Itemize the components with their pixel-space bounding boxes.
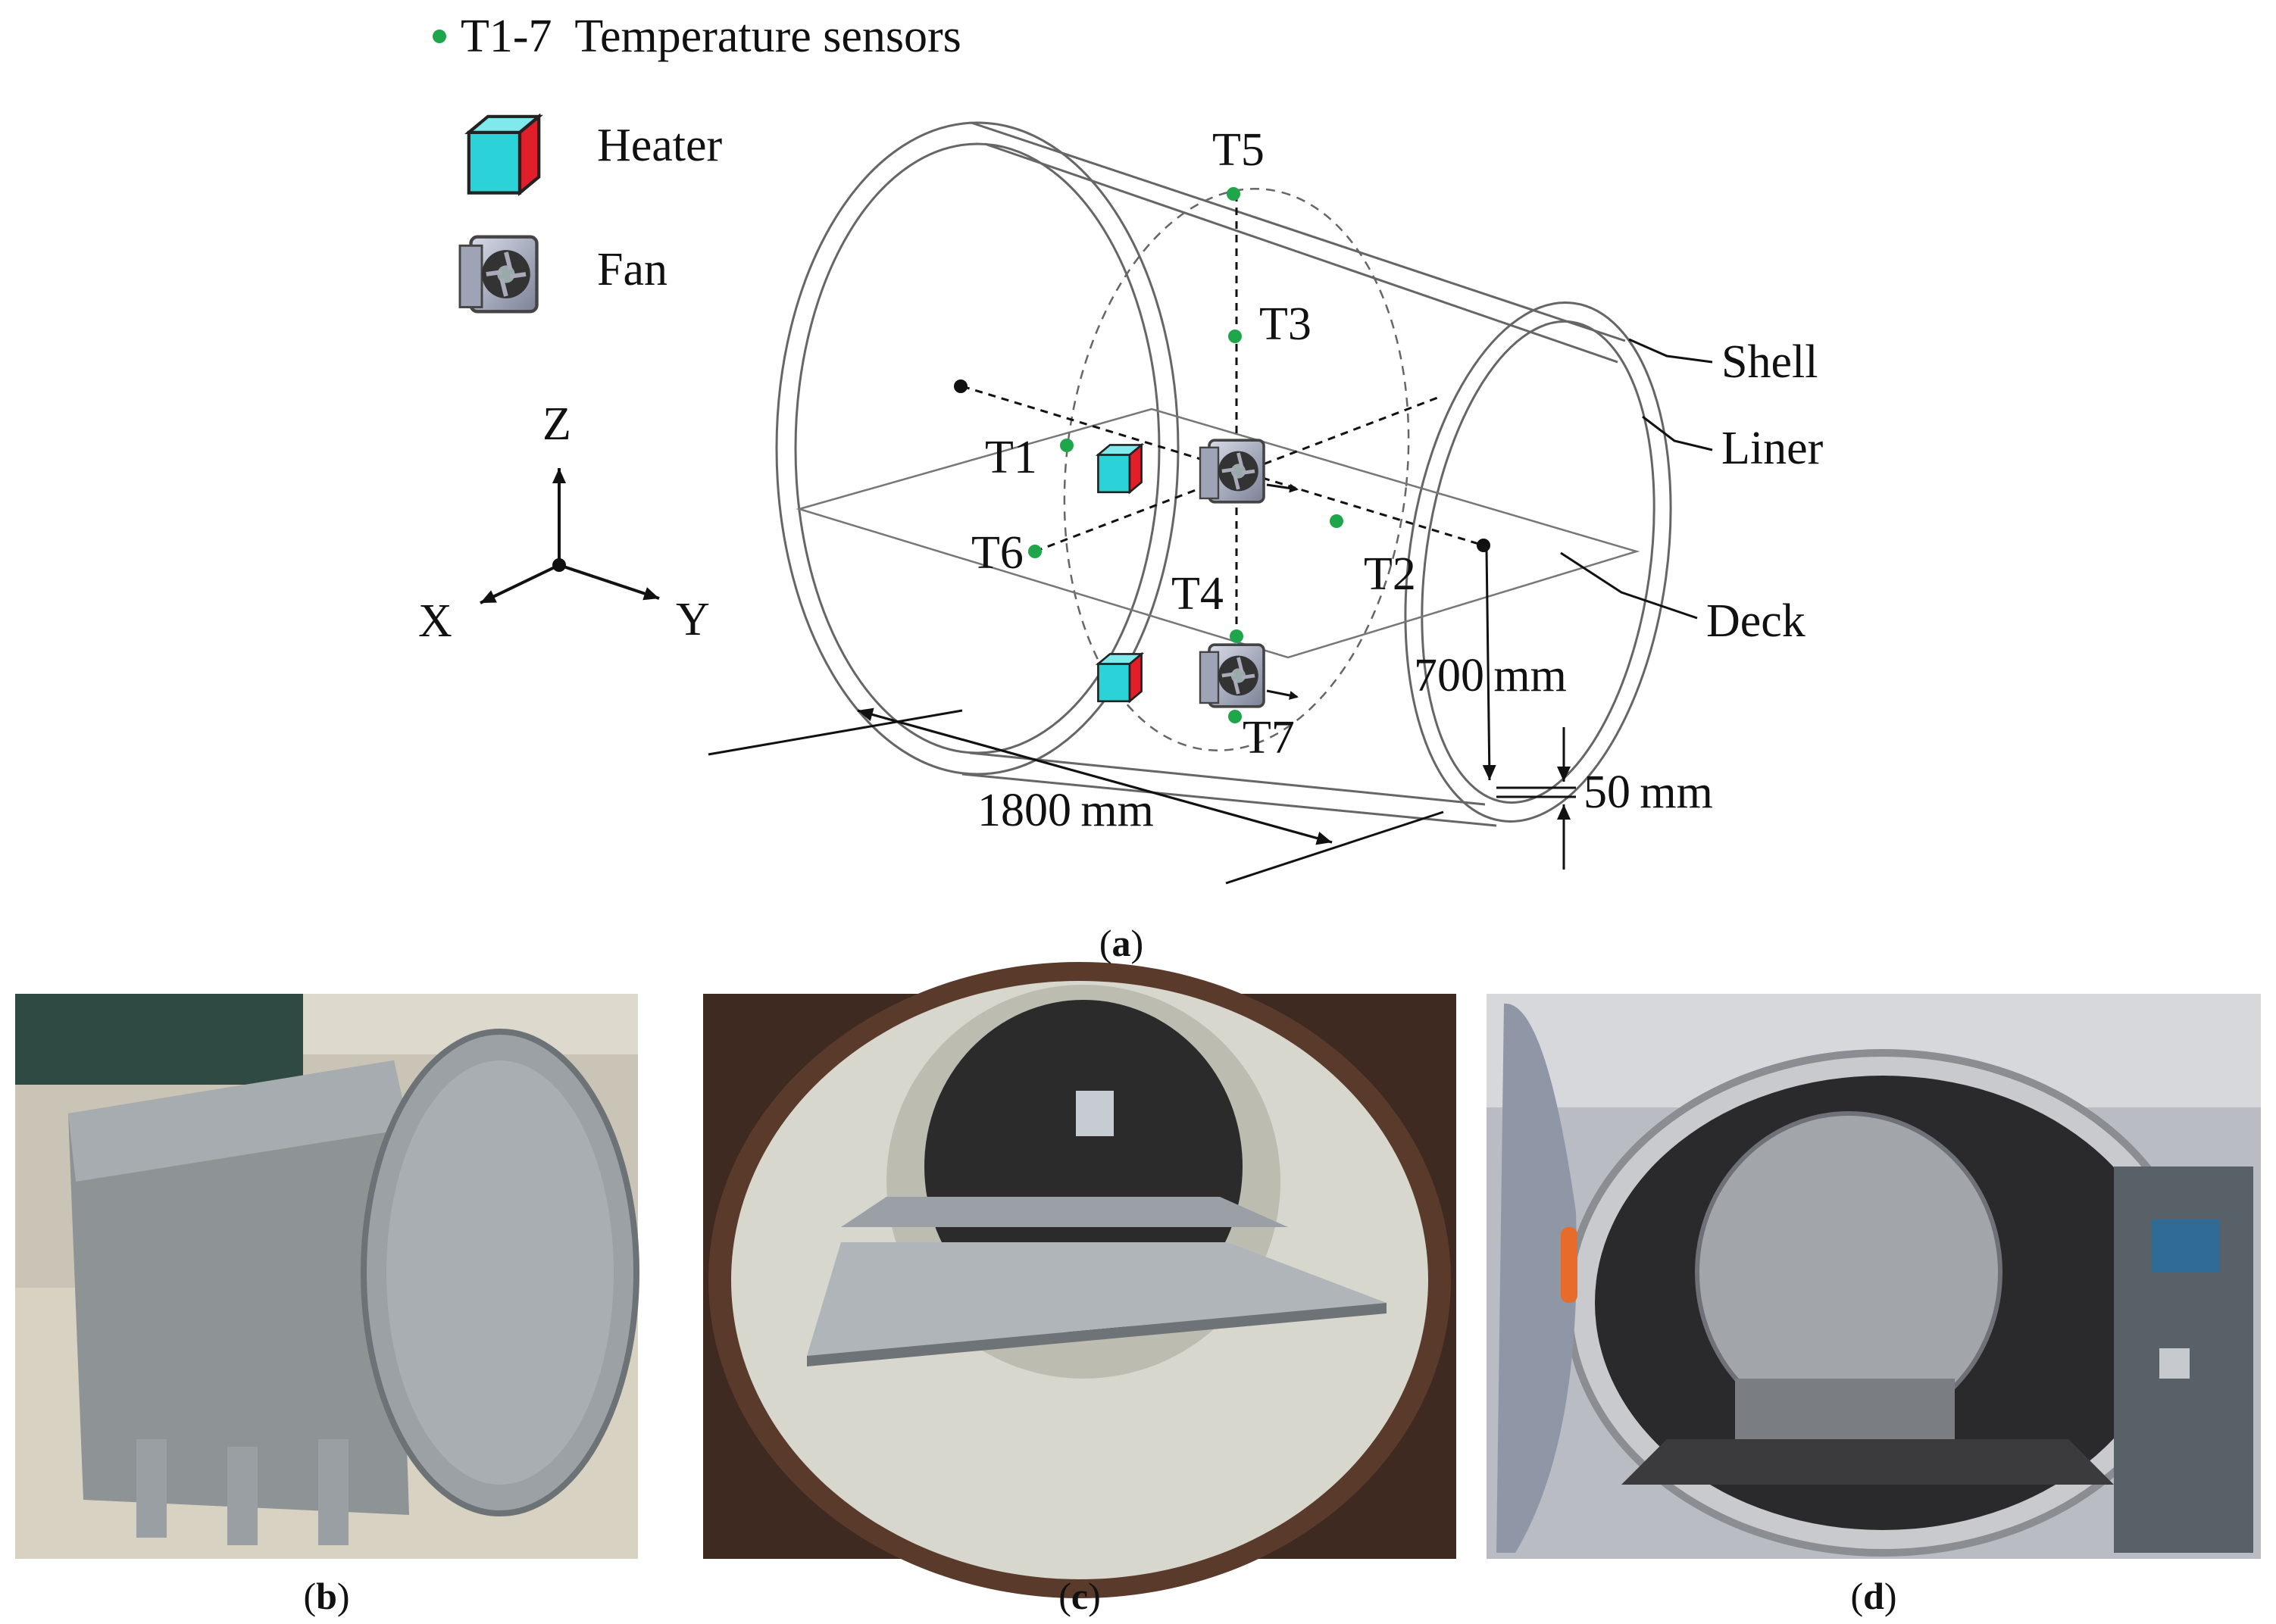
heater-legend-icon [469, 117, 539, 193]
legend-fan-label: Fan [597, 244, 667, 295]
front-shell-ring [1404, 301, 1672, 823]
sensor-t5-marker [1227, 187, 1240, 201]
deck-plane [796, 408, 1640, 659]
part-leaders [1560, 338, 1713, 620]
axis-y-label: Y [676, 594, 710, 645]
axis-triad: Z X Y [418, 398, 710, 647]
dimension-gap-label: 50 mm [1584, 767, 1713, 818]
sensor-t2-marker [1330, 514, 1343, 528]
sensor-t6-label: T6 [971, 527, 1024, 579]
legend-sensors-label: T1-7 Temperature sensors [461, 11, 961, 62]
chamber-drawing [775, 121, 1672, 827]
centre-point-front [1477, 539, 1490, 552]
caption-a: (a) [1099, 922, 1144, 964]
caption-d: (d) [1850, 1575, 1897, 1617]
sensor-legend-marker [433, 30, 446, 43]
sensor-t4-label: T4 [1171, 568, 1224, 620]
caption-b: (b) [303, 1575, 350, 1617]
sensor-t3-label: T3 [1259, 298, 1312, 350]
dimension-height-label: 700 mm [1414, 650, 1567, 701]
sensor-t7-marker [1228, 710, 1242, 723]
axis-z-label: Z [542, 398, 571, 450]
part-liner-label: Liner [1721, 423, 1824, 474]
fan-lower-icon [1200, 645, 1264, 707]
axis-x-label: X [418, 595, 452, 647]
front-liner-ring [1421, 320, 1655, 804]
sensor-t5-label: T5 [1212, 124, 1265, 176]
caption-c: (c) [1058, 1575, 1101, 1617]
part-deck-label: Deck [1706, 595, 1805, 647]
heater-lower-icon [1097, 653, 1143, 703]
centre-point-back [954, 379, 968, 393]
sensor-t3-marker [1228, 329, 1242, 343]
legend-heater-label: Heater [597, 120, 723, 171]
sensor-t1-marker [1060, 439, 1074, 452]
legend: T1-7 Temperature sensors Heater Fan [433, 11, 961, 311]
sensor-markers [1028, 187, 1343, 723]
sensor-t4-marker [1230, 629, 1243, 643]
sensor-t2-label: T2 [1364, 548, 1416, 600]
photo-c-interior [703, 962, 1456, 1598]
photo-d-chamber [1487, 994, 2261, 1559]
photo-b-exterior [15, 994, 639, 1559]
back-shell-ring [775, 121, 1180, 776]
sensor-t6-marker [1028, 545, 1042, 558]
fan-upper-icon [1200, 440, 1264, 502]
fan-legend-icon [460, 237, 537, 312]
sensor-t1-label: T1 [985, 432, 1037, 483]
sensor-t7-label: T7 [1243, 712, 1295, 764]
dimension-lines [708, 548, 1576, 885]
heater-upper-icon [1097, 444, 1143, 494]
part-shell-label: Shell [1721, 336, 1818, 388]
dimension-length-label: 1800 mm [977, 785, 1154, 836]
